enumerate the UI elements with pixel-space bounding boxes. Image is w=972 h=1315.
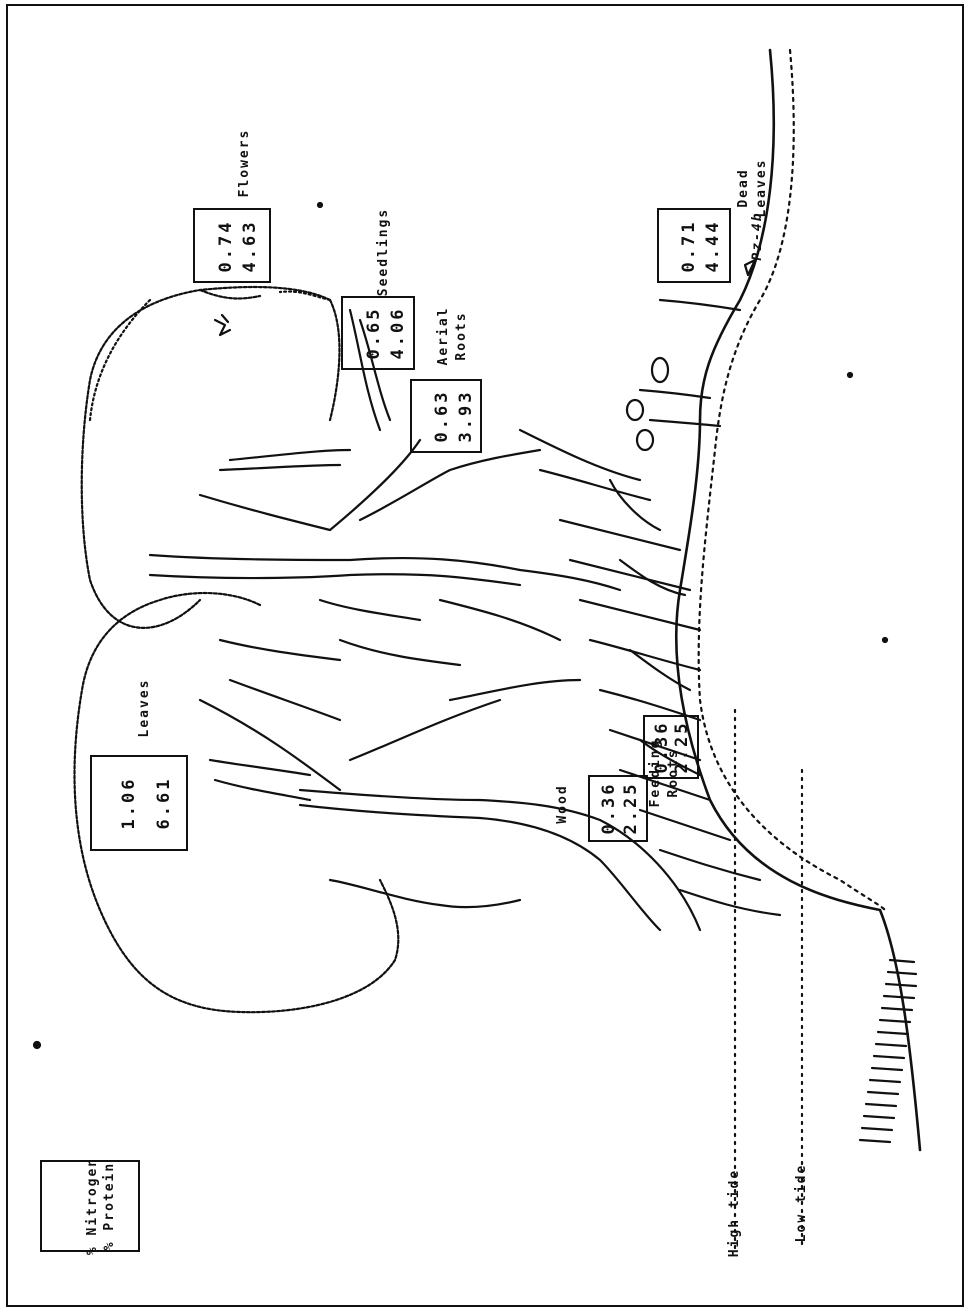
wood-label: Wood bbox=[555, 779, 571, 829]
wood-protein-value: 2.25 bbox=[621, 778, 641, 838]
flowers-nitrogen-value: 0.74 bbox=[216, 211, 236, 281]
sediment-dotted bbox=[699, 50, 885, 910]
high-tide-label: High tide bbox=[727, 1168, 743, 1258]
leaves-nitrogen-value: 1.06 bbox=[119, 763, 139, 843]
seedlings-nitrogen-value: 0.65 bbox=[364, 298, 384, 368]
seedlings-protein-value: 4.06 bbox=[388, 298, 408, 368]
aerial-roots-label-line2: Roots bbox=[454, 296, 470, 376]
dead-leaves-nitrogen-value: 0.71 bbox=[679, 211, 699, 281]
aerial-roots-label-line1: Aerial bbox=[436, 296, 452, 376]
canopy-outline bbox=[75, 287, 399, 1012]
feeding-roots-label-line1: Feeding bbox=[648, 733, 664, 813]
flowers-protein-value: 4.63 bbox=[240, 211, 260, 281]
aerial-roots-protein-value: 3.93 bbox=[456, 381, 476, 451]
dead-leaves-protein-value: 4.44 bbox=[703, 211, 723, 281]
legend-protein-label: % Protein bbox=[102, 1146, 118, 1266]
flowers-label: Flowers bbox=[237, 118, 253, 208]
seedlings-label: Seedlings bbox=[376, 204, 392, 300]
legend-nitrogen-label: % Nitrogen bbox=[85, 1146, 101, 1266]
feeding-roots-label-line2: Roots bbox=[666, 733, 682, 813]
flowers-mark bbox=[215, 315, 230, 335]
leaves-label: Leaves bbox=[137, 668, 153, 748]
leaves-protein-value: 6.61 bbox=[154, 763, 174, 843]
trunk-upper bbox=[150, 555, 620, 590]
ground-mark-label: Pz-4b bbox=[750, 206, 766, 266]
low-tide-label: Low tide bbox=[794, 1158, 810, 1248]
seedlings-ground bbox=[640, 300, 740, 426]
mud-hatch bbox=[860, 960, 916, 1142]
aerial-roots-nitrogen-value: 0.63 bbox=[432, 381, 452, 451]
wood-nitrogen-value: 0.36 bbox=[599, 778, 619, 838]
